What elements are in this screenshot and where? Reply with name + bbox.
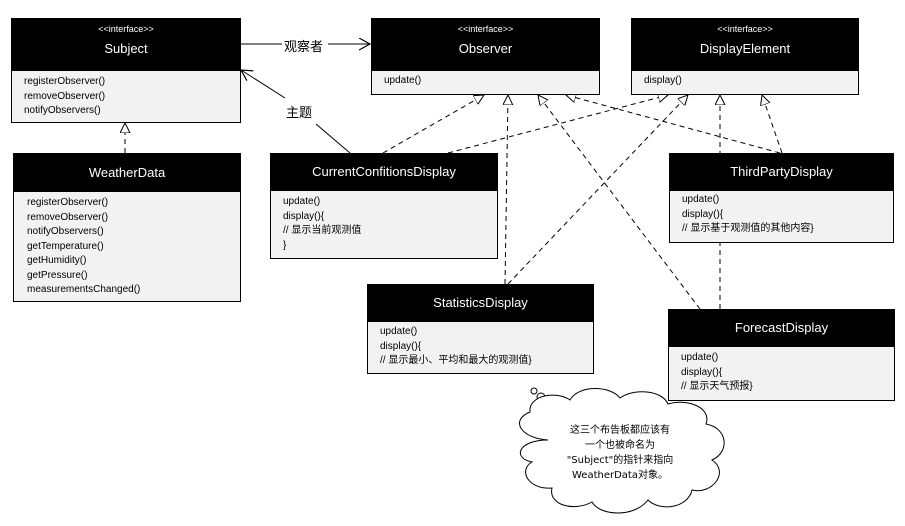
observer-name: Observer (458, 41, 513, 56)
current-conditions-method: display(){ (283, 210, 325, 222)
statistics-methods: update() display(){ // 显示最小、平均和最大的观测值} (368, 322, 593, 373)
forecast-methods: update() display(){ // 显示天气预报} (669, 347, 894, 399)
statistics-display-realization (507, 95, 688, 285)
note-line: 一个也被命名为 (585, 440, 655, 451)
statistics-name: StatisticsDisplay (433, 295, 528, 310)
weather-data-methods: registerObserver() removeObserver() noti… (14, 192, 240, 302)
subject-relation-label: 主题 (286, 106, 313, 121)
forecast-display-box[interactable]: ForecastDisplay update() display(){ // 显… (668, 309, 895, 401)
subject-stereotype: <<interface>> (98, 24, 154, 34)
note-line: 这三个布告板都应该有 (570, 425, 670, 436)
weather-data-header: WeatherData (14, 154, 240, 192)
statistics-method: // 显示最小、平均和最大的观测值} (380, 355, 532, 366)
display-element-header: <<interface>> DisplayElement (632, 19, 858, 71)
weather-data-method: removeObserver() (27, 211, 109, 223)
display-element-stereotype: <<interface>> (717, 24, 773, 34)
current-observer-realization (382, 95, 484, 154)
note-cloud (519, 387, 725, 514)
weather-data-method: notifyObservers() (27, 226, 104, 237)
weather-data-method: registerObserver() (27, 197, 109, 208)
statistics-method: update() (380, 326, 418, 337)
weather-data-class-box[interactable]: WeatherData registerObserver() removeObs… (13, 153, 241, 302)
subject-method: removeObserver() (24, 90, 106, 102)
observer-relation-label: 观察者 (284, 40, 324, 55)
note-line: WeatherData对象。 (572, 470, 668, 481)
display-element-method: display() (644, 75, 682, 86)
current-conditions-name: CurrentConfitionsDisplay (312, 164, 456, 179)
observer-header: <<interface>> Observer (372, 19, 599, 71)
thirdparty-display-realization (762, 95, 783, 154)
third-party-method: update() (682, 194, 720, 205)
third-party-method: // 显示基于观测值的其他内容} (682, 223, 814, 234)
subject-name: Subject (104, 41, 148, 56)
note-line: "Subject"的指针来指向 (566, 455, 674, 466)
forecast-method: // 显示天气预报} (681, 381, 753, 392)
current-conditions-method: update() (283, 196, 321, 207)
current-conditions-header: CurrentConfitionsDisplay (271, 154, 497, 191)
third-party-method: display(){ (682, 208, 724, 220)
note-text: 这三个布告板都应该有 一个也被命名为 "Subject"的指针来指向 Weath… (540, 423, 700, 483)
statistics-display-box[interactable]: StatisticsDisplay update() display(){ //… (367, 284, 594, 374)
third-party-methods: update() display(){ // 显示基于观测值的其他内容} (670, 191, 893, 241)
statistics-observer-realization (505, 95, 508, 285)
observer-methods: update() (372, 71, 599, 93)
subject-header: <<interface>> Subject (12, 19, 240, 71)
weather-data-name: WeatherData (88, 165, 166, 180)
observer-stereotype: <<interface>> (457, 24, 514, 34)
current-conditions-display-box[interactable]: CurrentConfitionsDisplay update() displa… (270, 153, 498, 259)
observer-method: update() (384, 75, 422, 86)
weather-data-method: getPressure() (27, 269, 88, 281)
current-conditions-methods: update() display(){ // 显示当前观测值 } (271, 191, 497, 257)
forecast-method: update() (681, 352, 719, 363)
statistics-method: display(){ (380, 340, 422, 352)
display-element-interface-box[interactable]: <<interface>> DisplayElement display() (631, 18, 859, 95)
forecast-name: ForecastDisplay (734, 320, 829, 335)
third-party-display-box[interactable]: ThirdPartyDisplay update() display(){ //… (669, 153, 894, 243)
display-element-name: DisplayElement (699, 41, 791, 56)
current-display-realization (447, 95, 668, 154)
subject-method: notifyObservers() (24, 105, 101, 116)
weather-data-method: getHumidity() (27, 255, 87, 266)
observer-interface-box[interactable]: <<interface>> Observer update() (371, 18, 600, 95)
current-conditions-method: } (283, 239, 287, 251)
third-party-name: ThirdPartyDisplay (730, 164, 833, 179)
forecast-method: display(){ (681, 366, 723, 378)
subject-association-arrow (241, 70, 286, 99)
statistics-header: StatisticsDisplay (368, 285, 593, 322)
subject-association (315, 123, 351, 154)
forecast-header: ForecastDisplay (669, 310, 894, 347)
current-conditions-method: // 显示当前观测值 (283, 225, 362, 236)
subject-method: registerObserver() (24, 76, 106, 87)
thirdparty-observer-realization (566, 95, 781, 154)
subject-methods: registerObserver() removeObserver() noti… (12, 71, 240, 123)
display-element-methods: display() (632, 71, 858, 93)
weather-data-method: measurementsChanged() (27, 284, 141, 295)
weather-data-method: getTemperature() (27, 240, 104, 252)
subject-interface-box[interactable]: <<interface>> Subject registerObserver()… (11, 18, 241, 123)
third-party-header: ThirdPartyDisplay (670, 154, 893, 191)
